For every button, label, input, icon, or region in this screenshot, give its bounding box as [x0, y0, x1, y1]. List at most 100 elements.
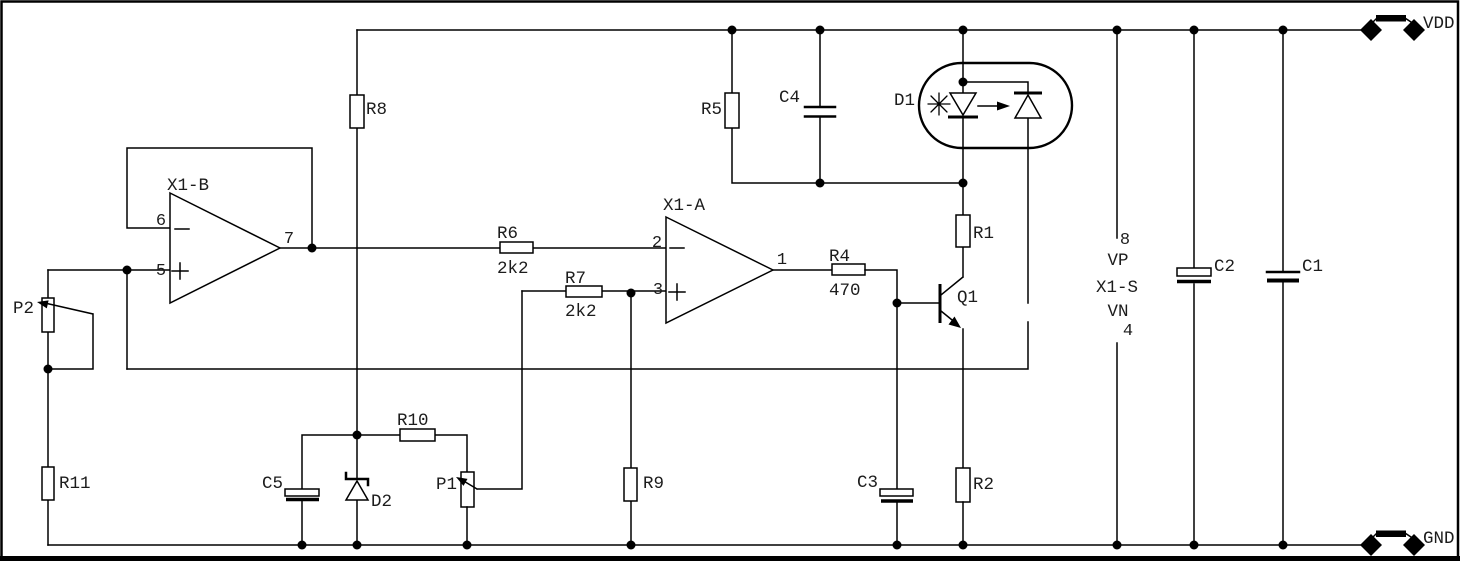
- capacitor-c4: C4: [779, 29, 837, 184]
- junction-dot: [1112, 25, 1122, 35]
- p1-wiper-arrow-icon: [456, 477, 468, 486]
- resistor-body: [955, 467, 971, 503]
- q1-label: Q1: [957, 288, 978, 308]
- x1a-pin3: 3: [653, 281, 663, 300]
- vdd-label: VDD: [1423, 14, 1455, 34]
- junction-dot: [307, 243, 317, 253]
- junction-dot: [122, 265, 132, 275]
- junction-dot: [462, 540, 472, 550]
- resistor-r2: R2: [955, 467, 994, 546]
- wire: [731, 29, 964, 184]
- wire: [356, 434, 468, 473]
- r1-label: R1: [973, 224, 994, 244]
- laser-burst-icon: [927, 92, 951, 116]
- junction-dot: [958, 25, 968, 35]
- wire-feedback-loop: [126, 147, 313, 249]
- r4-value: 470: [829, 281, 861, 301]
- junction-dot: [727, 25, 737, 35]
- junction-dot: [1278, 25, 1288, 35]
- photodiode-icon: [1013, 93, 1043, 119]
- resistor-r7: R7 2k2: [521, 269, 667, 322]
- opamp-x1a: X1-A 2 3 1: [652, 196, 833, 325]
- c4-label: C4: [779, 88, 800, 108]
- r9-label: R9: [643, 474, 664, 494]
- noninverting-input-symbol: [668, 283, 686, 301]
- vdd-rail: VDD: [356, 14, 1455, 41]
- optocoupler-d1: D1: [126, 29, 1074, 370]
- wire-photodiode-top: [962, 81, 1029, 94]
- junction-dot: [626, 288, 636, 298]
- r10-label: R10: [397, 411, 429, 431]
- junction-dot: [815, 25, 825, 35]
- supply-block-x1s: 8 VP X1-S VN 4: [1096, 29, 1138, 546]
- junction-dots: [43, 25, 1288, 550]
- junction-dot: [958, 540, 968, 550]
- r11-label: R11: [59, 474, 91, 494]
- p2-wiper-arrow-icon: [37, 300, 49, 309]
- x1b-pin5: 5: [156, 262, 166, 281]
- d1-label: D1: [894, 91, 915, 111]
- resistor-r6: R6 2k2: [497, 224, 534, 279]
- gnd-terminal-bar: [1376, 530, 1406, 537]
- x1a-label: X1-A: [663, 196, 706, 216]
- noninverting-input-symbol: [171, 262, 189, 280]
- p2-label: P2: [13, 299, 34, 319]
- vdd-terminal-icon: [1403, 19, 1425, 41]
- junction-dot: [352, 540, 362, 550]
- resistor-r4: R4 470: [829, 247, 941, 490]
- capacitor-c3: C3: [857, 473, 914, 546]
- x1s-pin4: 4: [1123, 322, 1133, 341]
- resistor-body: [399, 428, 436, 442]
- gnd-rail: GND: [47, 529, 1455, 556]
- transistor-q1: Q1: [938, 246, 978, 469]
- opamp-triangle: [169, 191, 282, 305]
- capacitor-c1: C1: [1265, 29, 1323, 546]
- light-arrow-head-icon: [997, 101, 1010, 111]
- x1b-pin6: 6: [156, 212, 166, 231]
- c1-label: C1: [1302, 257, 1323, 277]
- opamp-triangle: [665, 215, 775, 325]
- junction-dot: [626, 540, 636, 550]
- p2-wiper-wire: [44, 302, 94, 370]
- r6-label: R6: [497, 224, 518, 244]
- gnd-terminal-icon: [1403, 534, 1425, 556]
- r4-label: R4: [829, 247, 850, 267]
- optocoupler-outline: [917, 61, 1074, 150]
- c3-label: C3: [857, 473, 878, 493]
- resistor-body: [349, 94, 365, 129]
- potentiometer-p1: P1: [436, 290, 523, 546]
- capacitor-plate: [284, 488, 320, 497]
- zener-diode-icon: [344, 479, 370, 501]
- junction-dot: [892, 540, 902, 550]
- vdd-terminal-icon: [1360, 19, 1382, 41]
- x1s-pin8: 8: [1120, 231, 1130, 250]
- q1-collector: [939, 246, 965, 297]
- r7-label: R7: [565, 269, 586, 289]
- x1s-vn-label: VN: [1107, 302, 1128, 322]
- junction-dot: [297, 540, 307, 550]
- potentiometer-body: [460, 471, 475, 508]
- vdd-terminal-bar: [1376, 15, 1406, 22]
- r5-label: R5: [701, 100, 722, 120]
- zener-d2: D2: [344, 434, 392, 546]
- junction-dot: [815, 178, 825, 188]
- laser-diode-icon: [948, 92, 978, 117]
- r6-value: 2k2: [497, 259, 529, 279]
- x1s-vp-label: VP: [1107, 251, 1128, 271]
- gnd-terminal-icon: [1360, 534, 1382, 556]
- wire: [1369, 16, 1416, 26]
- gnd-label: GND: [1423, 529, 1455, 549]
- resistor-r1: R1: [955, 214, 994, 248]
- wire: [864, 269, 941, 490]
- p1-label: P1: [436, 475, 457, 495]
- r2-label: R2: [973, 475, 994, 495]
- r8-label: R8: [366, 100, 387, 120]
- capacitor-c2: C2: [1176, 29, 1235, 546]
- resistor-body: [499, 241, 534, 254]
- p1-wiper-wire: [460, 290, 523, 491]
- c5-label: C5: [262, 474, 283, 494]
- q1-emitter-arrow-icon: [948, 316, 961, 328]
- resistor-body: [724, 92, 740, 129]
